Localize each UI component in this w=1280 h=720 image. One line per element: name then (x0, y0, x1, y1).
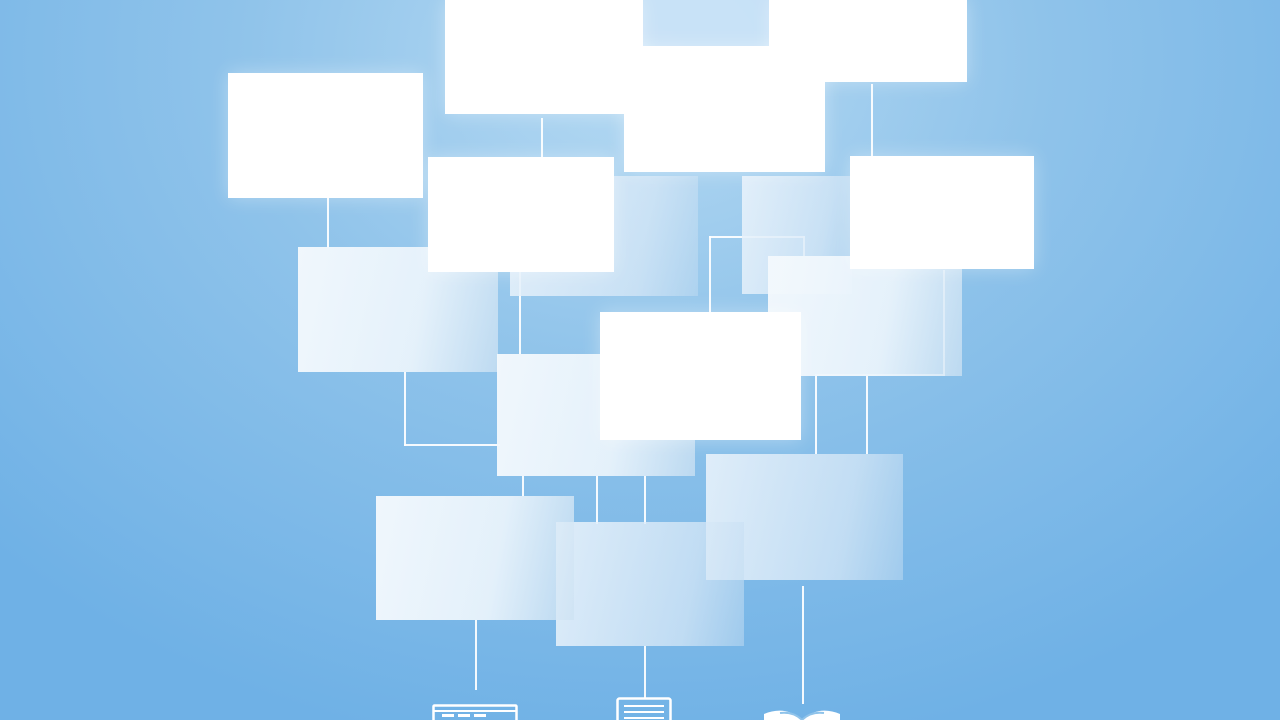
diagram-node (428, 157, 614, 272)
connector (519, 272, 521, 354)
connector (815, 374, 817, 454)
diagram-node (643, 0, 769, 46)
diagram-node (600, 312, 801, 440)
diagram-node (850, 156, 1034, 269)
document-list-icon (616, 697, 672, 720)
book-icon (764, 710, 840, 720)
browser-window-icon (432, 704, 518, 720)
diagram-node (624, 46, 825, 172)
diagram-node (228, 73, 423, 198)
connector (522, 476, 524, 496)
connector (404, 372, 406, 446)
connector (644, 476, 646, 524)
connector (709, 236, 711, 312)
connector (644, 646, 646, 698)
connector (871, 84, 873, 156)
connector (475, 620, 477, 690)
connector (802, 586, 804, 704)
diagram-node (556, 522, 744, 646)
connector (404, 444, 500, 446)
connector (327, 198, 329, 248)
connector (596, 476, 598, 524)
connector (541, 118, 543, 158)
connector (866, 374, 868, 454)
diagram-node (445, 0, 643, 114)
diagram-node (376, 496, 574, 620)
